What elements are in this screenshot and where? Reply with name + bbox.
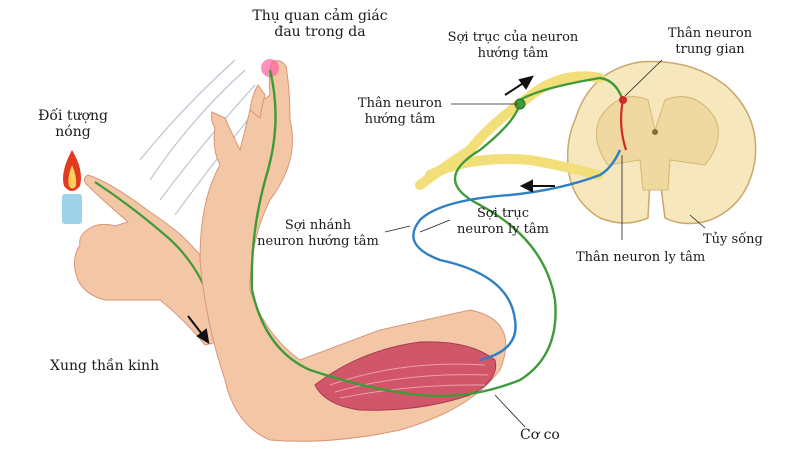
motor-axon-line2: neuron ly tâm bbox=[457, 222, 549, 237]
pain-receptor-icon bbox=[261, 59, 279, 77]
motor-nerve bbox=[412, 149, 622, 362]
pain-receptor-line1: Thụ quan cảm giác bbox=[252, 8, 388, 24]
nerve-impulse-label: Xung thần kinh bbox=[50, 358, 160, 374]
interneuron bbox=[619, 99, 628, 151]
direction-arrows bbox=[187, 75, 555, 344]
sensory-body-line1: Thân neuron bbox=[357, 96, 443, 111]
spinal-cord bbox=[566, 60, 757, 225]
pain-receptor-label: Thụ quan cảm giác đau trong da bbox=[235, 8, 405, 40]
interneuron-line2: trung gian bbox=[675, 42, 745, 57]
sensory-axon-label: Sợi trục của neuron hướng tâm bbox=[428, 30, 598, 62]
hot-object-label: Đối tượng nóng bbox=[18, 108, 128, 140]
leader-lines bbox=[384, 59, 706, 428]
dendrite-line1: Sợi nhánh bbox=[284, 218, 352, 233]
dendrite-line2: neuron hướng tâm bbox=[257, 234, 379, 249]
motor-body-label: Thân neuron ly tâm bbox=[576, 250, 706, 265]
muscle-label: Cơ co bbox=[520, 427, 560, 443]
nerve-sheath bbox=[415, 71, 605, 190]
candle-icon bbox=[62, 150, 82, 224]
hot-object-line1: Đối tượng bbox=[38, 108, 108, 124]
biceps-muscle bbox=[314, 341, 497, 411]
spinal-cord-label: Tủy sống bbox=[703, 232, 763, 247]
hot-object-line2: nóng bbox=[55, 124, 91, 140]
motor-axon-line1: Sợi trục bbox=[476, 206, 530, 221]
interneuron-line1: Thân neuron bbox=[667, 26, 753, 41]
sensory-body-line2: hướng tâm bbox=[364, 112, 436, 127]
pain-receptor-line2: đau trong da bbox=[274, 24, 366, 40]
interneuron-body-icon bbox=[619, 96, 627, 104]
sensory-axon-line1: Sợi trục của neuron bbox=[447, 30, 579, 45]
dendrite-label: Sợi nhánh neuron hướng tâm bbox=[248, 218, 388, 250]
sensory-body-label: Thân neuron hướng tâm bbox=[345, 96, 455, 128]
motion-lines bbox=[139, 59, 261, 216]
left-hand bbox=[74, 174, 231, 346]
interneuron-label: Thân neuron trung gian bbox=[655, 26, 765, 58]
sensory-axon-line2: hướng tâm bbox=[477, 46, 549, 61]
motor-axon-label: Sợi trục neuron ly tâm bbox=[438, 206, 568, 238]
